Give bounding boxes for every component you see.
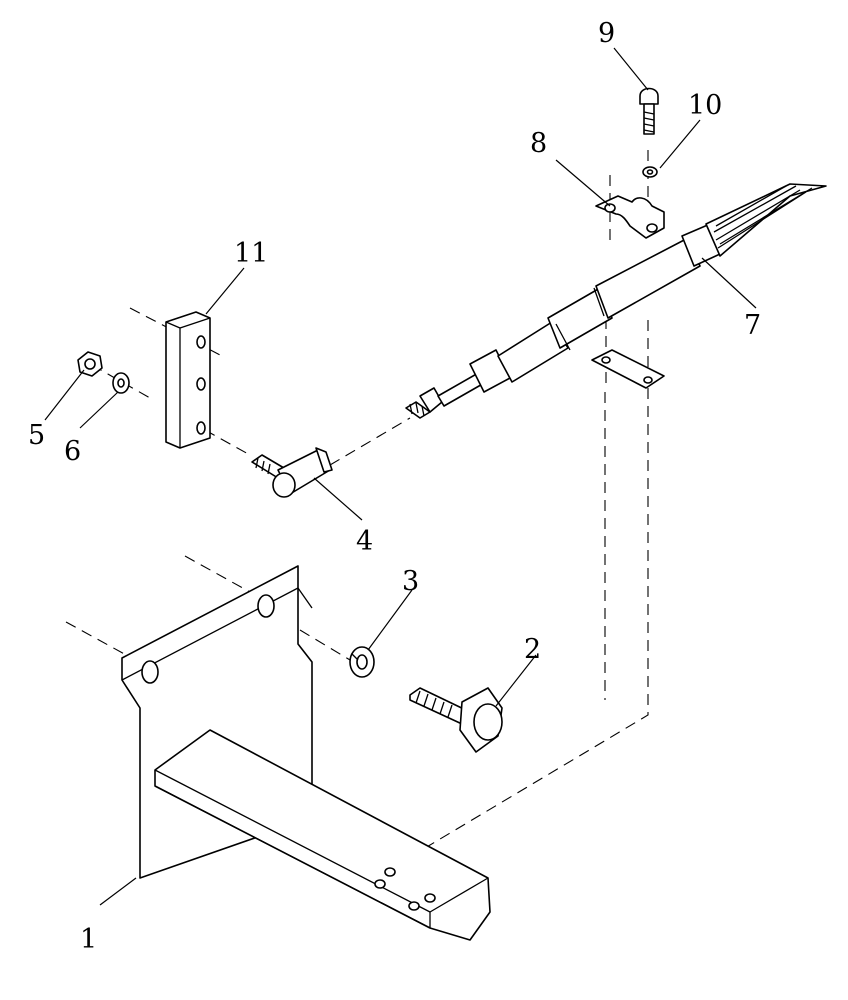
callout-5: 5: [28, 420, 45, 451]
part-2-hex-bolt: [409, 687, 503, 753]
part-7-control-cable: [405, 183, 827, 419]
part-8-cable-clamp: [595, 195, 665, 239]
angle-hole: [424, 893, 436, 903]
part-11-spacer-block: [165, 311, 211, 449]
bracket-hole: [141, 660, 159, 684]
callout-3: 3: [402, 566, 419, 597]
part-1-bracket: [121, 565, 491, 941]
leader-lines: [44, 47, 757, 906]
bracket-hole: [257, 594, 275, 618]
part-9-carriage-bolt: [639, 87, 659, 135]
callout-8: 8: [530, 128, 547, 159]
callout-9: 9: [598, 18, 615, 49]
callout-7: 7: [744, 310, 761, 341]
part-10-small-washer: [642, 166, 658, 178]
angle-hole: [408, 901, 420, 911]
part-4-swivel-stud: [251, 447, 333, 498]
callouts: 1 2 3 4 5 6 7 8 9 10 11: [28, 18, 761, 955]
angle-hole: [374, 879, 386, 889]
angle-hole: [384, 867, 396, 877]
callout-11: 11: [234, 238, 268, 269]
callout-6: 6: [64, 436, 81, 467]
part-3-lock-washer: [349, 646, 375, 678]
callout-2: 2: [524, 634, 541, 665]
clamp-plate: [591, 349, 665, 389]
callout-4: 4: [356, 526, 373, 557]
callout-1: 1: [80, 924, 97, 955]
part-6-flat-washer: [112, 372, 130, 394]
callout-10: 10: [688, 90, 722, 121]
